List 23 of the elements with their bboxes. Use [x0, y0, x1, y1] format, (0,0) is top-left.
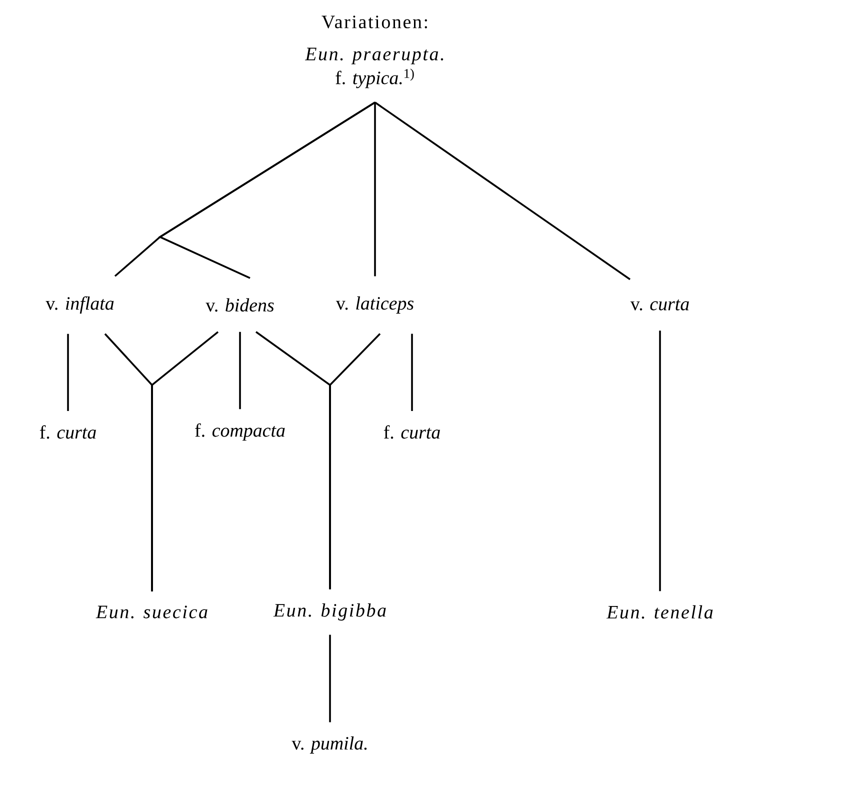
taxon-label: Eun. praerupta. f. typica.$^{1)}$	[304, 48, 444, 88]
tree-line	[374, 102, 631, 280]
tree-line	[239, 332, 241, 410]
taxon-label: v. inflata	[46, 296, 114, 314]
taxon-label: f. curta	[40, 425, 96, 439]
taxon-label: v. pumila.	[292, 736, 367, 754]
taxon-label: v. laticeps	[336, 296, 414, 314]
tree-line	[329, 333, 381, 590]
taxon-label: f. curta	[384, 425, 440, 439]
tree-line	[374, 102, 376, 276]
title: Variationen:	[322, 16, 428, 28]
taxon-label: f. compacta	[195, 423, 285, 441]
tree-line	[329, 634, 331, 722]
taxon-label: Eun. bigibba	[273, 603, 386, 621]
taxon-label: Eun. suecica	[96, 606, 208, 618]
tree-line	[158, 102, 376, 279]
taxon-label: Eun. tenella	[606, 605, 713, 619]
taxon-label: v. bidens	[206, 298, 274, 312]
tree-line	[659, 330, 661, 592]
tree-line	[151, 331, 219, 592]
tree-line	[411, 334, 413, 411]
taxon-label: v. curta	[630, 300, 689, 310]
tree-line	[67, 334, 69, 411]
